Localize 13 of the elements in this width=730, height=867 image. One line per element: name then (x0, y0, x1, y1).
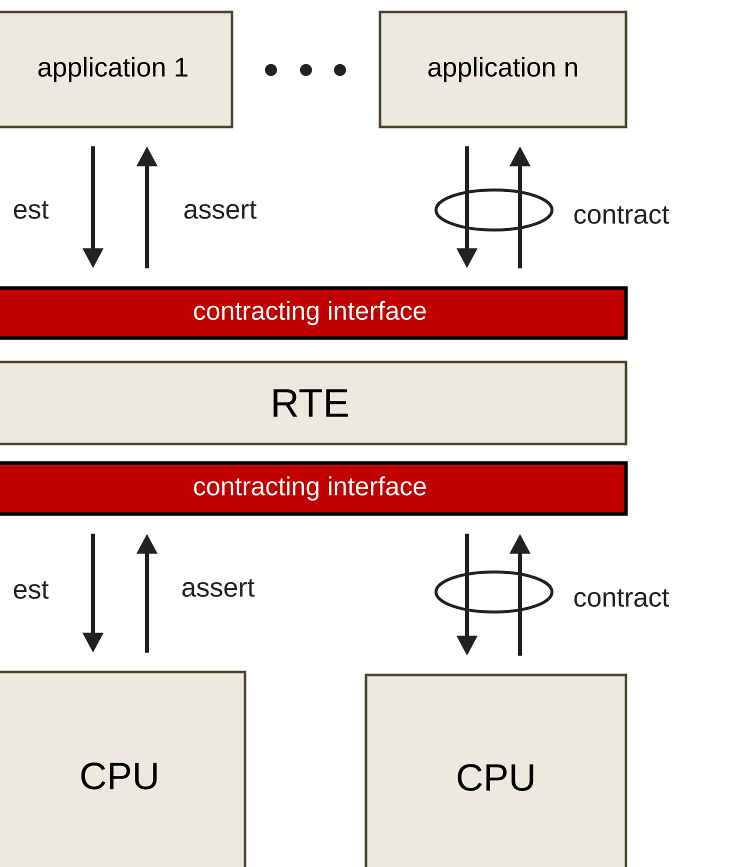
edge-label: contract (574, 589, 670, 607)
edge-label: contract (574, 206, 670, 224)
runtime-box: RTE (0, 360, 628, 446)
application-box: application 1 (0, 10, 234, 128)
edge-label: est (14, 201, 49, 219)
edge-label: assert (182, 579, 255, 597)
interface-bar: contracting interface (0, 286, 628, 340)
interface-bar: contracting interface (0, 461, 628, 516)
cpu-box: CPU (0, 670, 246, 867)
application-box: application n (378, 10, 628, 128)
edge-label: est (14, 581, 49, 599)
edge-label: assert (184, 201, 257, 219)
cpu-box: CPU (364, 674, 628, 867)
